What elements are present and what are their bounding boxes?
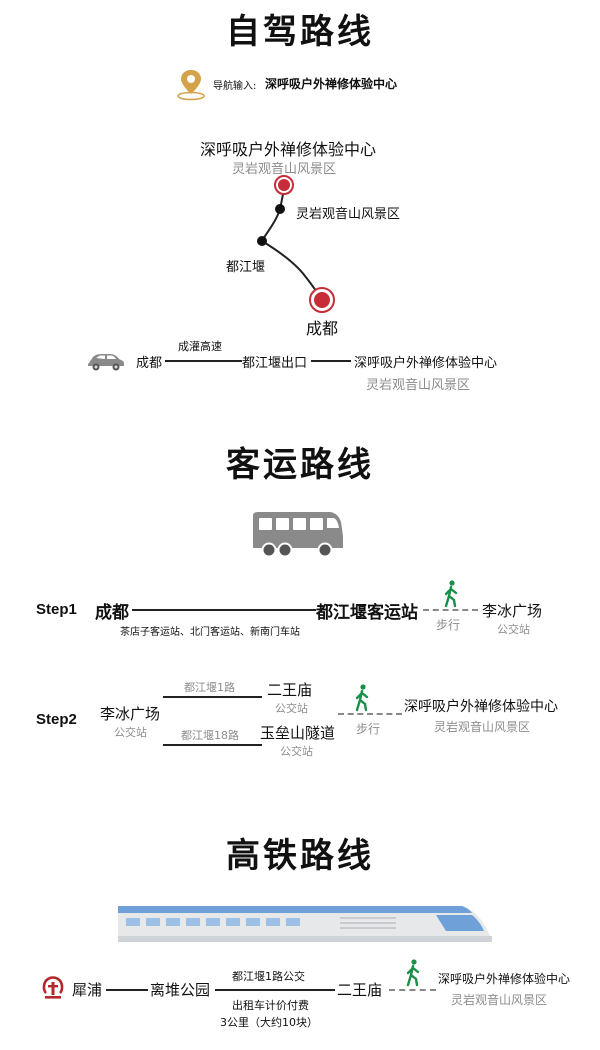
walking-person-icon <box>355 684 369 712</box>
map-origin: 成都 <box>306 319 339 338</box>
map-dest-sub: 灵岩观音山风景区 <box>232 162 337 177</box>
step2-line2 <box>163 744 262 746</box>
waypoint-marker <box>257 236 267 246</box>
route-line <box>165 360 242 362</box>
step2-stop2: 玉垒山隧道 <box>260 724 336 742</box>
rail-line2 <box>215 989 335 991</box>
walking-person-icon <box>406 959 420 987</box>
railway-logo-icon <box>42 976 64 999</box>
rail-dest-sub: 灵岩观音山风景区 <box>451 993 548 1007</box>
walking-person-icon <box>444 580 458 608</box>
rail-walk-line <box>389 989 436 991</box>
rail-stop: 二王庙 <box>337 981 383 999</box>
nav-prefix: 导航输入: <box>213 81 257 92</box>
step2-dest-sub: 灵岩观音山风景区 <box>434 720 531 734</box>
step2-line1 <box>163 696 262 698</box>
step2-origin: 李冰广场 <box>100 705 161 723</box>
step1-line <box>132 609 316 611</box>
step1-label: Step1 <box>36 601 77 618</box>
step2-origin-sub: 公交站 <box>114 726 147 739</box>
rail-origin: 犀浦 <box>72 981 103 999</box>
step2-stop1-sub: 公交站 <box>275 702 308 715</box>
step2-bus2: 都江堰18路 <box>181 729 239 742</box>
step2-stop2-sub: 公交站 <box>280 745 313 758</box>
step1-stop: 李冰广场 <box>482 602 543 620</box>
waypoint-marker <box>275 204 285 214</box>
rail-taxi: 出租车计价付费 <box>232 999 309 1012</box>
rail-heading: 高铁路线 <box>226 836 374 876</box>
self-drive-heading: 自驾路线 <box>226 12 374 52</box>
location-pin-icon <box>177 70 205 101</box>
rail-line1 <box>106 989 148 991</box>
map-dest-name: 深呼吸户外禅修体验中心 <box>200 140 377 159</box>
step1-origin: 成都 <box>95 603 129 623</box>
map-waypoint2: 都江堰 <box>226 260 266 275</box>
rail-transfer: 离堆公园 <box>150 981 211 999</box>
step2-stop1: 二王庙 <box>267 681 313 699</box>
step2-dest: 深呼吸户外禅修体验中心 <box>404 699 558 715</box>
route-line <box>311 360 351 362</box>
route-highway: 成灌高速 <box>178 340 222 353</box>
route-map <box>257 175 335 313</box>
nav-destination: 深呼吸户外禅修体验中心 <box>265 77 398 91</box>
step2-walk-line <box>338 713 402 715</box>
rail-dest: 深呼吸户外禅修体验中心 <box>438 972 571 986</box>
rail-taxi-cost: 3公里（大约10块） <box>220 1016 318 1029</box>
rail-bus: 都江堰1路公交 <box>232 970 305 983</box>
step1-walk-line <box>423 609 478 611</box>
step1-walk: 步行 <box>436 618 461 632</box>
step1-station-dest: 都江堰客运站 <box>316 603 418 623</box>
bus-icon <box>253 512 343 558</box>
step2-label: Step2 <box>36 711 77 728</box>
step1-stations: 茶店子客运站、北门客运站、新南门车站 <box>120 627 300 638</box>
map-waypoint1: 灵岩观音山风景区 <box>296 207 401 222</box>
step1-stop-sub: 公交站 <box>497 623 530 636</box>
route-dest-sub: 灵岩观音山风景区 <box>366 378 471 393</box>
route-dest: 深呼吸户外禅修体验中心 <box>354 356 498 371</box>
coach-heading: 客运路线 <box>226 445 374 485</box>
step2-bus1: 都江堰1路 <box>184 681 235 694</box>
route-exit: 都江堰出口 <box>242 356 308 371</box>
route-origin: 成都 <box>136 356 163 371</box>
step2-walk: 步行 <box>356 722 381 736</box>
car-icon <box>88 354 124 371</box>
